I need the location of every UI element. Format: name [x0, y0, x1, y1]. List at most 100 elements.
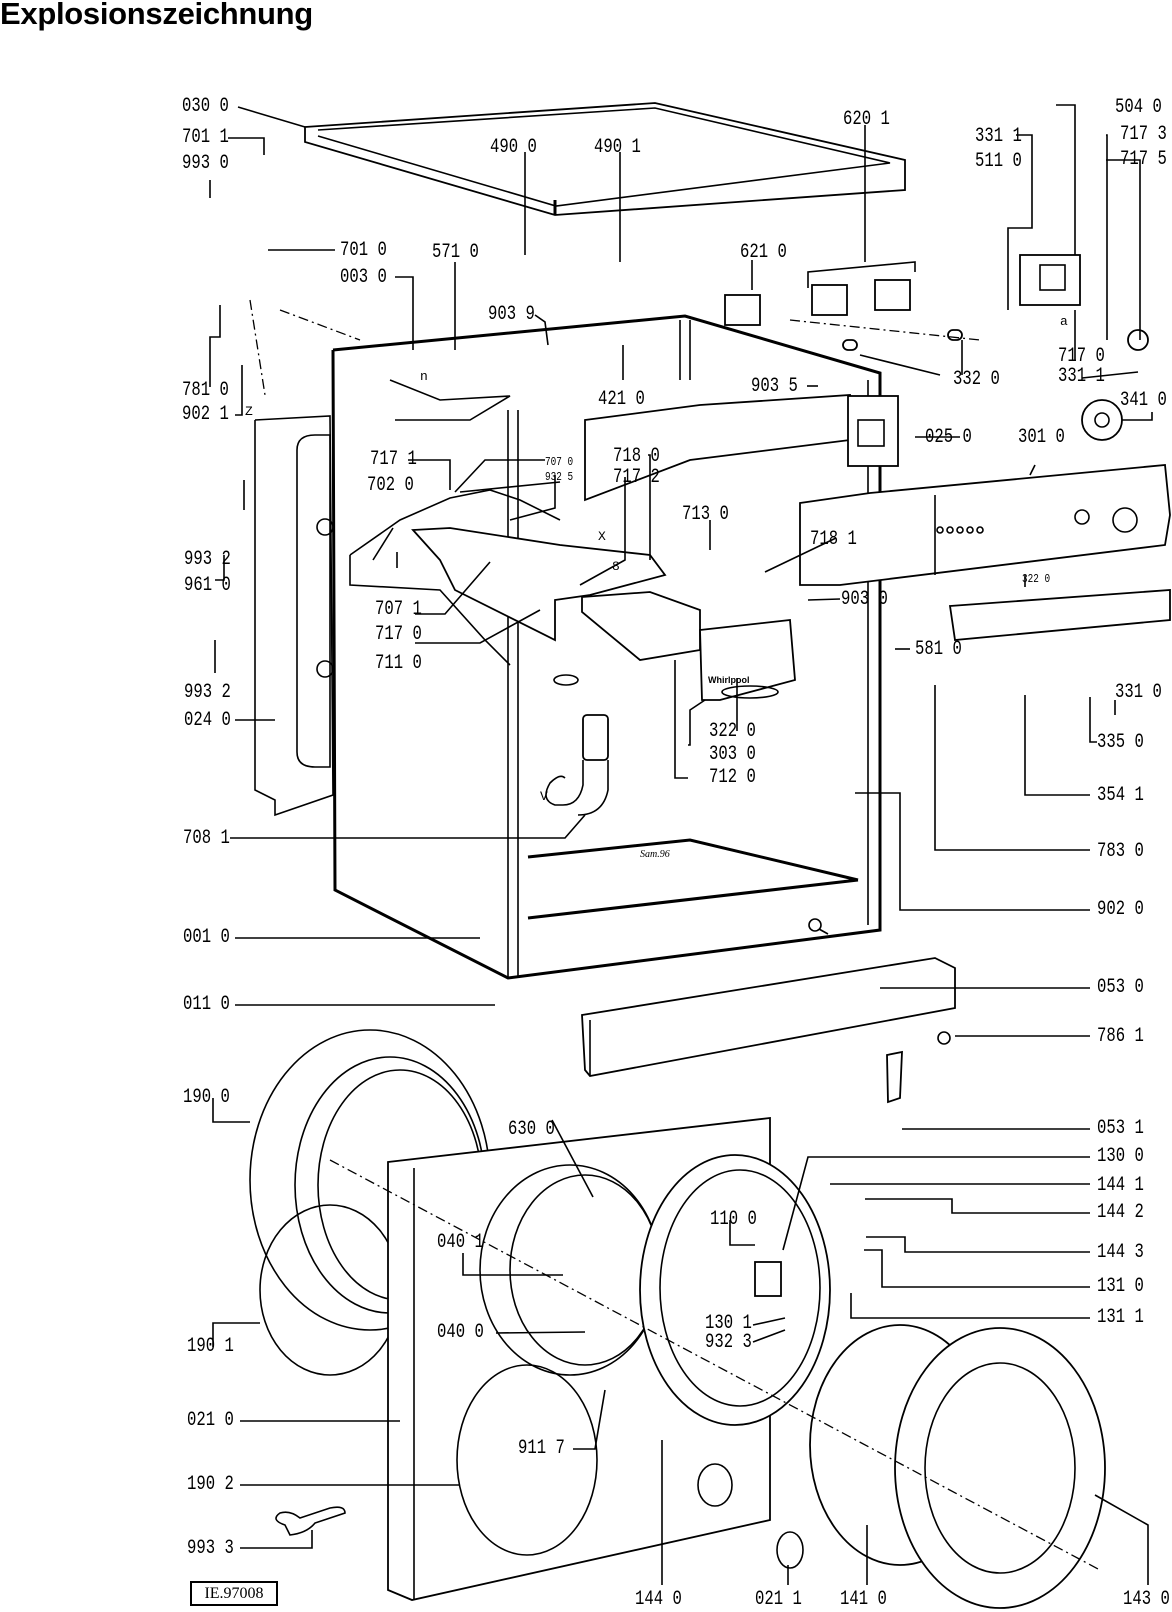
part-label-717-0-timer: 717 0 — [1058, 345, 1105, 368]
part-label-490-1: 490 1 — [594, 136, 641, 159]
part-label-354-1: 354 1 — [1097, 784, 1144, 807]
part-label-711-0: 711 0 — [375, 652, 422, 675]
part-label-932-3: 932 3 — [705, 1331, 752, 1354]
part-label-190-1: 190 1 — [187, 1335, 234, 1358]
part-label-902-1: 902 1 — [182, 403, 229, 426]
control-panel-part — [799, 464, 1171, 586]
marker-x: X — [598, 529, 606, 544]
part-label-961-0: 961 0 — [184, 574, 231, 597]
part-label-993-2-upper: 993 2 — [184, 548, 231, 571]
part-label-131-0: 131 0 — [1097, 1275, 1144, 1298]
hose-part — [545, 674, 609, 816]
part-label-717-1: 717 1 — [370, 448, 417, 471]
marker-z: Z — [245, 404, 253, 419]
detergent-drawer-part: Whirlpool — [581, 591, 796, 701]
part-label-025-0: 025 0 — [925, 426, 972, 449]
part-label-021-0: 021 0 — [187, 1409, 234, 1432]
part-label-144-2: 144 2 — [1097, 1201, 1144, 1224]
part-label-053-0: 053 0 — [1097, 976, 1144, 999]
part-label-932-5: 932 5 — [545, 470, 574, 484]
part-label-190-0: 190 0 — [183, 1086, 230, 1109]
part-label-143-0: 143 0 — [1123, 1588, 1170, 1611]
assembly-markers: n Z V X a 8 — [245, 314, 1068, 804]
part-label-701-0: 701 0 — [340, 239, 387, 262]
part-label-040-1: 040 1 — [437, 1231, 484, 1254]
wrench-icon — [275, 1506, 346, 1536]
part-label-903-9: 903 9 — [488, 303, 535, 326]
part-label-421-0: 421 0 — [598, 388, 645, 411]
part-label-131-1: 131 1 — [1097, 1306, 1144, 1329]
part-label-335-0: 335 0 — [1097, 731, 1144, 754]
part-label-322-0-fascia: 322 0 — [1022, 572, 1051, 586]
assembly-axes — [249, 299, 1101, 1571]
part-label-708-1: 708 1 — [183, 827, 230, 850]
part-label-001-0: 001 0 — [183, 926, 230, 949]
marker-n: n — [420, 369, 428, 384]
part-label-144-0: 144 0 — [635, 1588, 682, 1611]
part-label-781-0: 781 0 — [182, 379, 229, 402]
part-label-903-5: 903 5 — [751, 375, 798, 398]
part-label-620-1: 620 1 — [843, 108, 890, 131]
switches-part — [724, 261, 963, 351]
part-label-717-2: 717 2 — [613, 466, 660, 489]
marker-v: V — [540, 789, 548, 804]
marker-8: 8 — [612, 559, 620, 574]
part-label-902-0: 902 0 — [1097, 898, 1144, 921]
part-label-024-0: 024 0 — [184, 709, 231, 732]
reference-number-box: IE.97008 — [190, 1581, 278, 1606]
part-label-993-2-lower: 993 2 — [184, 681, 231, 704]
part-label-053-1: 053 1 — [1097, 1117, 1144, 1140]
part-label-717-0: 717 0 — [375, 623, 422, 646]
part-label-144-1: 144 1 — [1097, 1174, 1144, 1197]
part-label-331-1-knob: 331 1 — [1058, 365, 1105, 388]
part-label-511-0: 511 0 — [975, 150, 1022, 173]
fascia-strip-part — [948, 589, 1171, 641]
part-label-141-0: 141 0 — [840, 1588, 887, 1611]
brand-mark: Whirlpool — [708, 675, 750, 685]
part-label-011-0: 011 0 — [183, 993, 230, 1016]
part-label-332-0: 332 0 — [953, 368, 1000, 391]
part-label-331-1-top: 331 1 — [975, 125, 1022, 148]
part-label-712-0: 712 0 — [709, 766, 756, 789]
part-label-993-0: 993 0 — [182, 152, 229, 175]
top-lid-part — [304, 102, 906, 216]
kickplate-part — [581, 957, 956, 1104]
part-label-301-0: 301 0 — [1018, 426, 1065, 449]
part-label-030-0: 030 0 — [182, 95, 229, 118]
part-label-718-1: 718 1 — [810, 528, 857, 551]
part-label-190-2: 190 2 — [187, 1473, 234, 1496]
part-label-713-0: 713 0 — [682, 503, 729, 526]
page-title: Explosionszeichnung — [0, 0, 313, 31]
part-label-630-0: 630 0 — [508, 1118, 555, 1141]
part-label-504-0: 504 0 — [1115, 96, 1162, 119]
door-frame-part — [639, 1154, 831, 1426]
part-label-581-0: 581 0 — [915, 638, 962, 661]
part-label-786-1: 786 1 — [1097, 1025, 1144, 1048]
door-glass-part — [776, 1324, 1106, 1609]
part-label-717-3: 717 3 — [1120, 123, 1167, 146]
part-label-903-0: 903 0 — [841, 588, 888, 611]
part-label-322-0-drawer: 322 0 — [709, 720, 756, 743]
part-label-571-0: 571 0 — [432, 241, 479, 264]
part-label-717-5: 717 5 — [1120, 148, 1167, 171]
part-label-110-0: 110 0 — [710, 1208, 757, 1231]
part-label-911-7: 911 7 — [518, 1437, 565, 1460]
side-panel-part — [254, 415, 334, 817]
part-label-040-0: 040 0 — [437, 1321, 484, 1344]
part-label-702-0: 702 0 — [367, 474, 414, 497]
part-label-993-3: 993 3 — [187, 1537, 234, 1560]
part-label-341-0: 341 0 — [1120, 389, 1167, 412]
leader-lines — [209, 104, 1153, 1585]
marker-a: a — [1060, 314, 1068, 329]
date-stamp: Sam.96 — [640, 849, 670, 860]
part-label-707-1: 707 1 — [375, 598, 422, 621]
part-label-021-1: 021 1 — [755, 1588, 802, 1611]
part-label-144-3: 144 3 — [1097, 1241, 1144, 1264]
part-label-718-0: 718 0 — [613, 445, 660, 468]
part-label-490-0: 490 0 — [490, 136, 537, 159]
part-label-707-0: 707 0 — [545, 455, 574, 469]
part-label-130-0: 130 0 — [1097, 1145, 1144, 1168]
cabinet-part — [331, 314, 882, 980]
part-label-303-0: 303 0 — [709, 743, 756, 766]
